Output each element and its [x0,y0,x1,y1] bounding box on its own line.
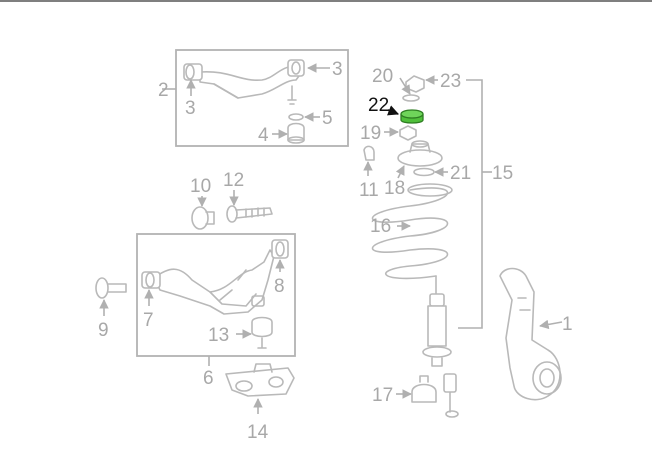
strut-bracket-15 [458,79,483,329]
upper-arm-group-frame [175,49,349,147]
callout-6: 6 [203,368,214,389]
callout-8: 8 [274,276,285,297]
callout-labels: 1 2 3 3 4 5 6 7 8 9 10 11 12 13 14 15 16… [98,59,573,443]
callout-9: 9 [98,320,109,341]
washer-20 [402,94,420,102]
callout-18: 18 [384,178,405,199]
nut-19 [399,125,417,141]
callout-13: 13 [208,325,229,346]
stabilizer-link [443,373,459,418]
callout-20: 20 [372,66,393,87]
nut-23 [405,75,425,93]
callout-14: 14 [247,422,269,443]
ball-joint-boot-4 [287,122,305,144]
callout-3-right: 3 [332,59,343,80]
insulator-21 [413,167,435,177]
ball-joint-nut-5 [288,113,304,121]
shock-absorber [422,275,452,367]
callout-23: 23 [440,71,461,92]
bracket-14 [225,363,295,397]
upper-spring-seat-18 [397,140,443,167]
callout-5: 5 [322,108,333,129]
cam-bolt-9 [95,277,127,299]
coil-spring-16 [372,183,453,280]
steering-knuckle-1 [499,267,562,401]
lower-arm-group-frame [136,233,296,357]
callout-21: 21 [450,163,471,184]
callout-1: 1 [562,314,573,335]
callout-16: 16 [370,216,391,237]
bound-stopper-11 [363,145,375,161]
callout-19: 19 [360,123,381,144]
callout-7: 7 [143,310,154,331]
callout-22-highlighted: 22 [368,95,389,116]
lower-control-arm [141,239,289,315]
bushing-22 [400,109,424,124]
callout-12: 12 [223,170,244,191]
callout-11: 11 [359,180,379,201]
lower-ball-joint-13 [251,316,273,349]
callout-15: 15 [492,163,513,184]
callout-4: 4 [258,125,269,146]
callout-3-left: 3 [185,98,196,119]
upper-control-arm [183,59,305,105]
callout-10: 10 [190,176,211,197]
bolt-12 [226,205,273,223]
leader-lines [99,63,563,414]
mount-17 [411,375,437,403]
callout-2: 2 [158,80,169,101]
callout-17: 17 [372,385,393,406]
cam-plate-10 [191,206,215,230]
